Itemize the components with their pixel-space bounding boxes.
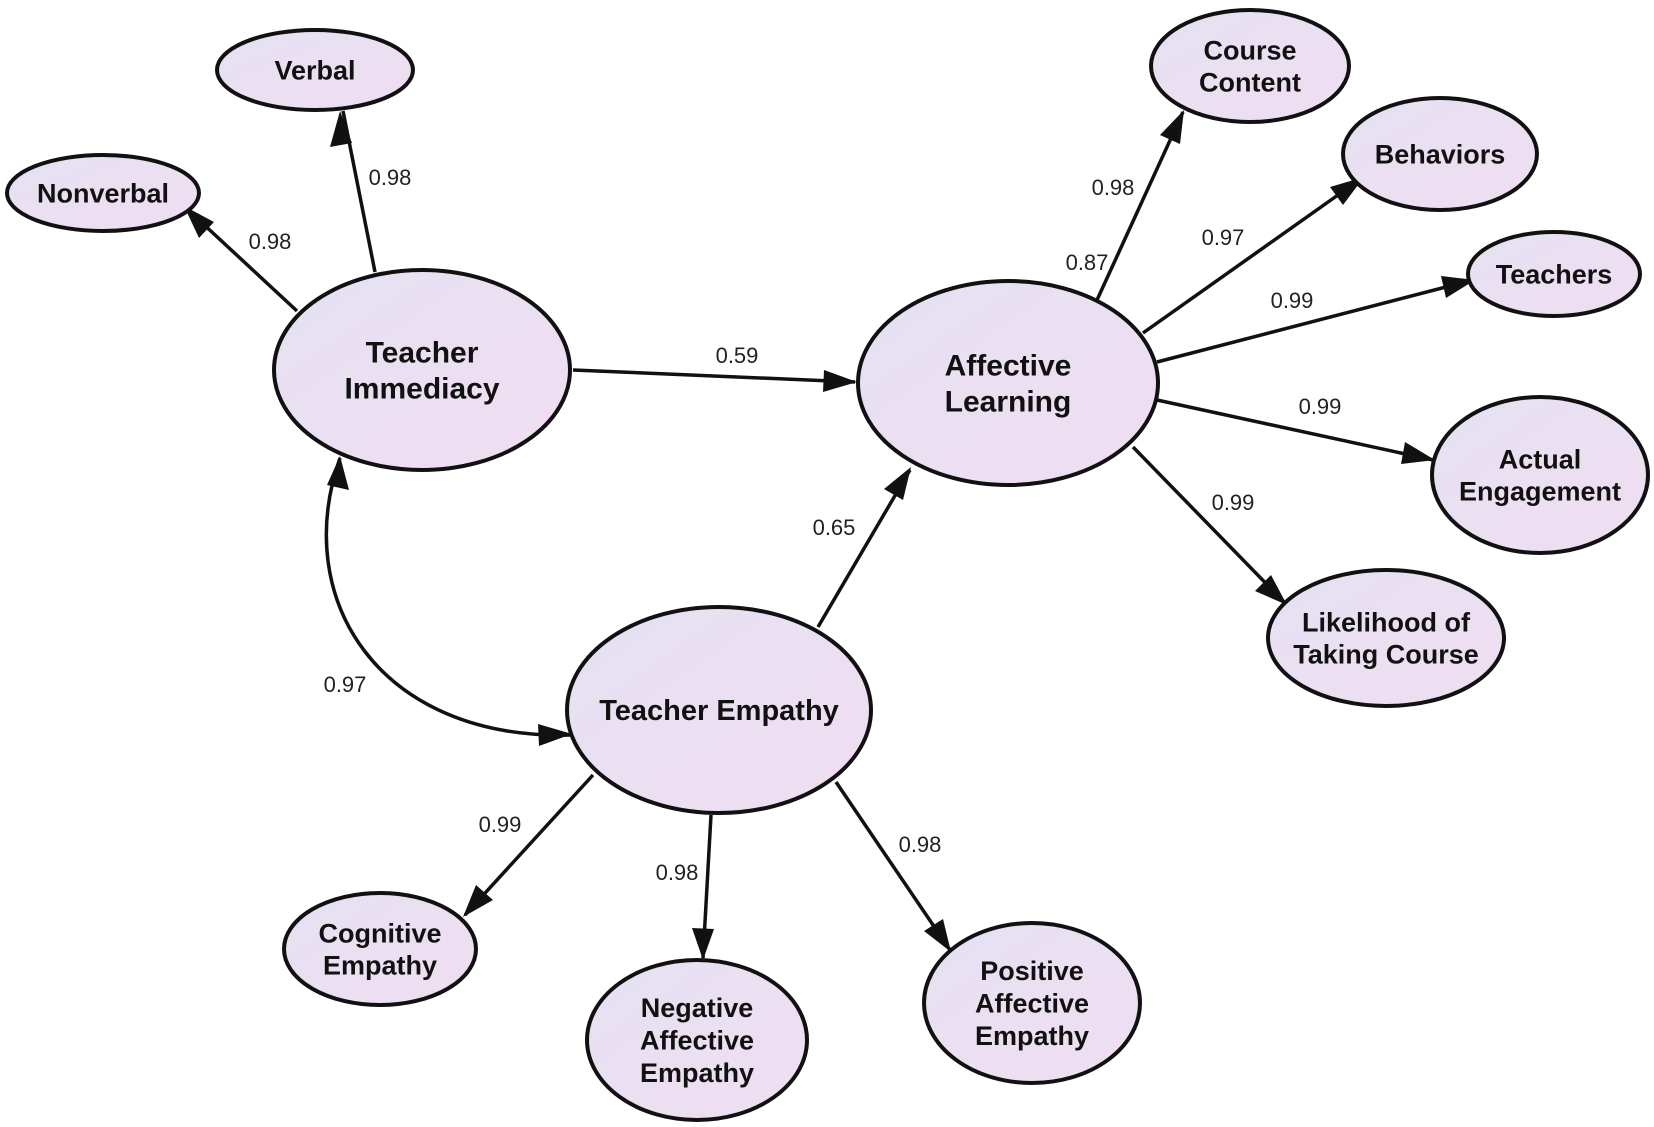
node-label: Teacher Empathy xyxy=(599,695,839,727)
arrowheads-layer xyxy=(184,110,1475,960)
coef-empathy-positive: 0.98 xyxy=(899,832,942,857)
node-label: Teachers xyxy=(1496,259,1613,289)
node-label-line: Affective xyxy=(945,350,1072,383)
edge-empathy-cognitive xyxy=(463,773,595,917)
edge-affective-likelihood xyxy=(1131,445,1287,605)
coef-affective-course-content: 0.98 xyxy=(1092,175,1135,200)
coef-immediacy-affective: 0.59 xyxy=(716,343,759,368)
node-label-line: Course xyxy=(1203,35,1296,65)
coef-affective-engagement: 0.99 xyxy=(1299,394,1342,419)
node-label-line: Behaviors xyxy=(1375,139,1506,169)
node-label-line: Likelihood of xyxy=(1302,607,1471,637)
arrowhead-verbal xyxy=(330,111,352,147)
node-label-line: Affective xyxy=(975,989,1089,1019)
node-teachers[interactable]: Teachers xyxy=(1466,230,1642,318)
coef-affective-extra: 0.87 xyxy=(1066,250,1109,275)
coef-empathy-affective: 0.65 xyxy=(813,515,856,540)
edge-affective-course-content xyxy=(1095,111,1185,301)
coef-empathy-cognitive: 0.99 xyxy=(479,812,522,837)
node-label-line: Positive xyxy=(980,956,1084,986)
node-label-line: Teachers xyxy=(1496,259,1613,289)
edge-empathy-positive xyxy=(834,781,952,951)
arrowhead-empathy-from-correlation xyxy=(538,724,572,746)
coef-empathy-negative: 0.98 xyxy=(656,860,699,885)
node-label-line: Cognitive xyxy=(318,918,441,948)
edge-immediacy-affective xyxy=(572,368,856,384)
node-verbal[interactable]: Verbal xyxy=(215,28,415,112)
node-label-line: Teacher xyxy=(366,337,479,370)
coef-immediacy-verbal: 0.98 xyxy=(369,165,412,190)
node-label-line: Empathy xyxy=(640,1058,754,1088)
arrowhead-likelihood xyxy=(1255,575,1287,605)
node-label-line: Actual xyxy=(1499,444,1582,474)
node-label-line: Engagement xyxy=(1459,477,1621,507)
arrowhead-affective-from-immediacy xyxy=(823,370,857,392)
edge-affective-teachers xyxy=(1156,278,1474,364)
arrowhead-negative xyxy=(692,928,714,960)
edge-affective-behaviors xyxy=(1141,176,1364,335)
arrowhead-cognitive xyxy=(463,885,493,917)
arrowhead-engagement xyxy=(1401,442,1435,464)
arrowhead-affective-from-empathy xyxy=(884,467,911,500)
node-teacher-empathy[interactable]: Teacher Empathy xyxy=(565,605,873,815)
node-label-line: Immediacy xyxy=(344,373,499,406)
node-label-line: Teacher Empathy xyxy=(599,695,839,727)
arrowhead-nonverbal xyxy=(184,206,214,238)
node-behaviors[interactable]: Behaviors xyxy=(1341,96,1539,212)
node-label-line: Affective xyxy=(640,1026,754,1056)
arrowhead-immediacy-from-correlation xyxy=(327,456,349,490)
coefficients-layer: 0.98 0.98 0.59 0.65 0.97 0.98 0.87 0.97 … xyxy=(249,165,1342,885)
node-label-line: Empathy xyxy=(975,1021,1089,1051)
node-nonverbal[interactable]: Nonverbal xyxy=(5,153,201,233)
coef-immediacy-nonverbal: 0.98 xyxy=(249,229,292,254)
node-label-line: Taking Course xyxy=(1293,640,1479,670)
node-label-line: Content xyxy=(1199,68,1301,98)
node-label-line: Negative xyxy=(641,993,754,1023)
arrowhead-positive xyxy=(924,919,951,952)
coef-affective-behaviors: 0.97 xyxy=(1202,225,1245,250)
node-label: Behaviors xyxy=(1375,139,1506,169)
node-label-line: Empathy xyxy=(323,951,437,981)
arrowhead-teachers xyxy=(1441,276,1475,298)
coef-affective-likelihood: 0.99 xyxy=(1212,490,1255,515)
node-label: Nonverbal xyxy=(37,178,169,208)
coef-immediacy-empathy: 0.97 xyxy=(324,672,367,697)
arrowhead-course-content xyxy=(1160,110,1184,144)
node-label-line: Nonverbal xyxy=(37,178,169,208)
node-label: Verbal xyxy=(274,56,355,86)
node-label-line: Verbal xyxy=(274,56,355,86)
node-label-line: Learning xyxy=(945,386,1072,419)
edge-empathy-affective xyxy=(816,469,912,628)
edges-layer xyxy=(184,110,1474,959)
coef-affective-teachers: 0.99 xyxy=(1271,288,1314,313)
edge-affective-engagement xyxy=(1156,398,1434,462)
edge-immediacy-empathy-correlation xyxy=(324,457,571,737)
